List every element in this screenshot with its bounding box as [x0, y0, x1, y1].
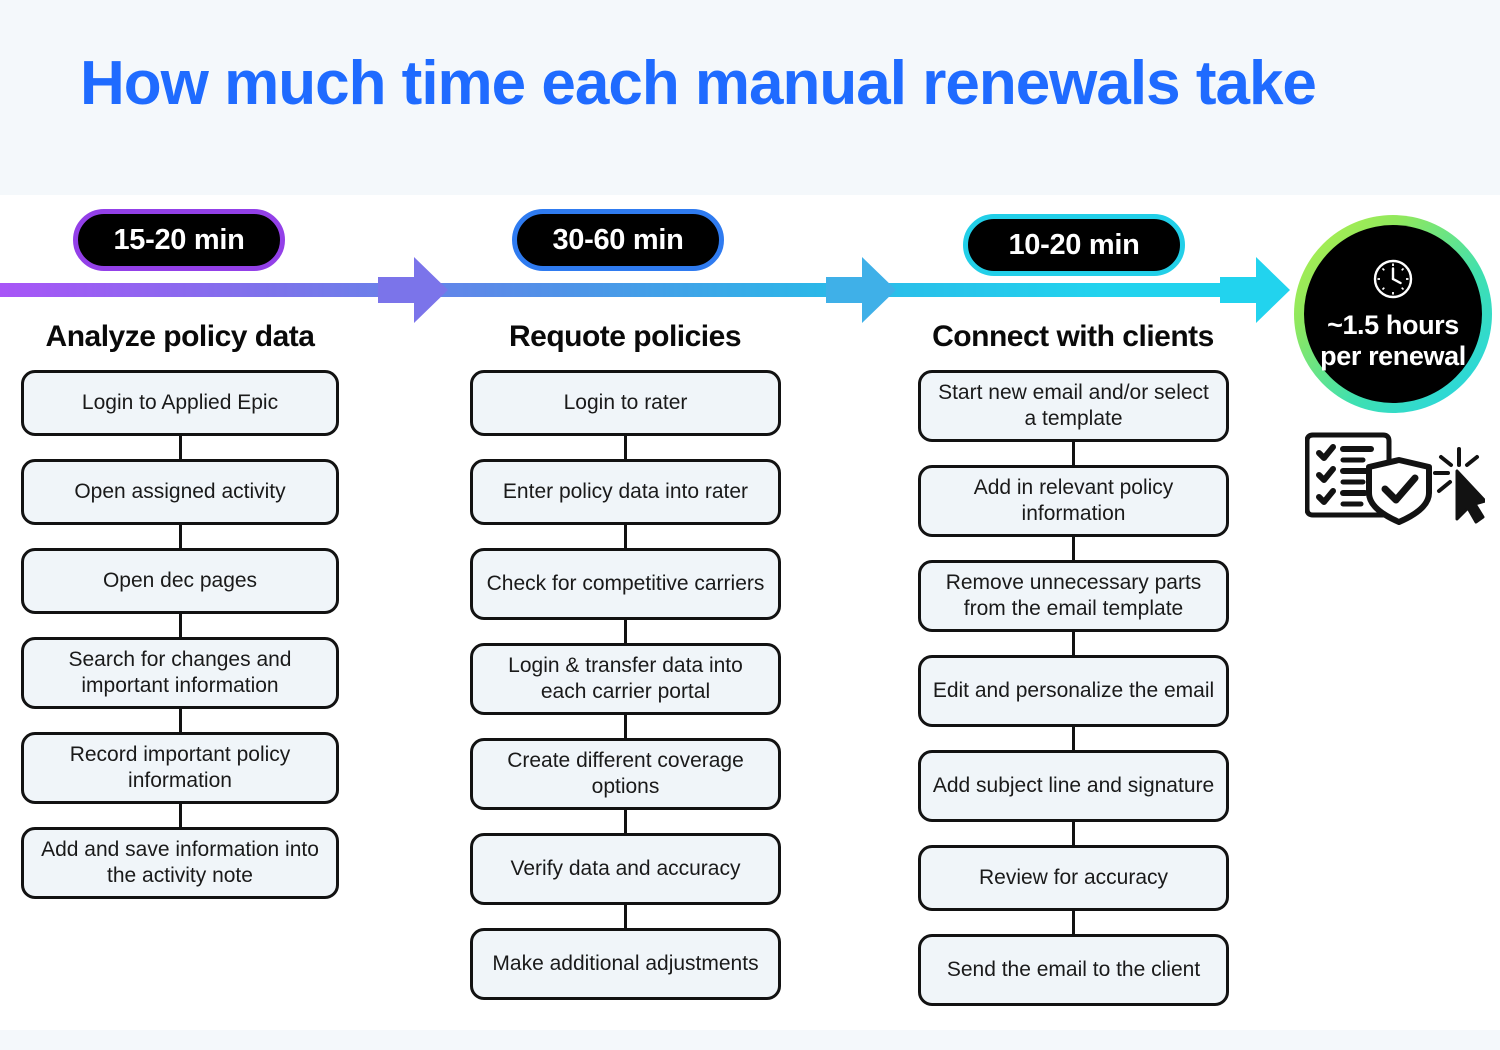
step-connector	[624, 715, 627, 738]
total-time-text: ~1.5 hours per renewal	[1320, 310, 1466, 372]
total-line-1: ~1.5 hours	[1327, 310, 1459, 340]
checklist-shield-icon	[1304, 432, 1432, 525]
duration-label: 30-60 min	[552, 223, 684, 256]
step-connector	[1072, 727, 1075, 750]
step-box: Open assigned activity	[21, 459, 339, 525]
step-connector	[178, 525, 182, 548]
duration-pill-analyze: 15-20 min	[73, 209, 285, 271]
decorative-icon-group	[1304, 427, 1487, 532]
timeline-bar	[0, 283, 1280, 297]
cursor-click-icon	[1433, 447, 1487, 524]
stage-heading-requote: Requote policies	[508, 320, 742, 353]
step-connector	[624, 810, 627, 833]
step-box: Verify data and accuracy	[470, 833, 781, 905]
step-column-analyze: Login to Applied Epic Open assigned acti…	[21, 370, 339, 899]
step-box: Search for changes and important informa…	[21, 637, 339, 709]
step-box: Open dec pages	[21, 548, 339, 614]
duration-pill-connect: 10-20 min	[963, 214, 1185, 276]
total-line-2: per renewal	[1320, 341, 1466, 371]
step-box: Record important policy information	[21, 732, 339, 804]
step-box: Add subject line and signature	[918, 750, 1229, 822]
duration-label: 15-20 min	[113, 223, 245, 256]
step-box: Login to Applied Epic	[21, 370, 339, 436]
step-connector	[624, 525, 627, 548]
step-connector	[1072, 911, 1075, 934]
step-box: Send the email to the client	[918, 934, 1229, 1006]
step-box: Remove unnecessary parts from the email …	[918, 560, 1229, 632]
timeline-arrow-1	[378, 255, 450, 325]
timeline-arrow-3	[1220, 255, 1292, 325]
step-box: Add and save information into the activi…	[21, 827, 339, 899]
step-connector	[624, 905, 627, 928]
total-time-badge: ~1.5 hours per renewal	[1294, 215, 1492, 413]
timeline-arrow-2	[826, 255, 898, 325]
step-column-connect: Start new email and/or select a template…	[918, 370, 1229, 1006]
step-box: Start new email and/or select a template	[918, 370, 1229, 442]
stage-heading-connect: Connect with clients	[932, 320, 1214, 353]
step-connector	[1072, 442, 1075, 465]
step-connector	[624, 436, 627, 459]
header-band: How much time each manual renewals take	[0, 0, 1500, 195]
step-box: Create different coverage options	[470, 738, 781, 810]
step-box: Add in relevant policy information	[918, 465, 1229, 537]
step-connector	[624, 620, 627, 643]
step-connector	[178, 614, 182, 637]
step-box: Login & transfer data into each carrier …	[470, 643, 781, 715]
step-box: Edit and personalize the email	[918, 655, 1229, 727]
step-connector	[1072, 632, 1075, 655]
step-box: Make additional adjustments	[470, 928, 781, 1000]
total-time-inner: ~1.5 hours per renewal	[1304, 225, 1482, 403]
duration-label: 10-20 min	[1008, 228, 1140, 261]
duration-pill-requote: 30-60 min	[512, 209, 724, 271]
step-connector	[178, 709, 182, 732]
diagram-canvas: 15-20 min 30-60 min 10-20 min Analyze po…	[0, 195, 1500, 1030]
footer-band	[0, 1030, 1500, 1050]
step-box: Check for competitive carriers	[470, 548, 781, 620]
step-connector	[178, 436, 182, 459]
stage-heading-analyze: Analyze policy data	[45, 320, 315, 353]
step-box: Enter policy data into rater	[470, 459, 781, 525]
clock-icon	[1370, 256, 1416, 307]
step-connector	[1072, 822, 1075, 845]
step-box: Login to rater	[470, 370, 781, 436]
page-title: How much time each manual renewals take	[80, 49, 1317, 118]
step-connector	[1072, 537, 1075, 560]
step-connector	[178, 804, 182, 827]
step-box: Review for accuracy	[918, 845, 1229, 911]
step-column-requote: Login to rater Enter policy data into ra…	[470, 370, 781, 1000]
